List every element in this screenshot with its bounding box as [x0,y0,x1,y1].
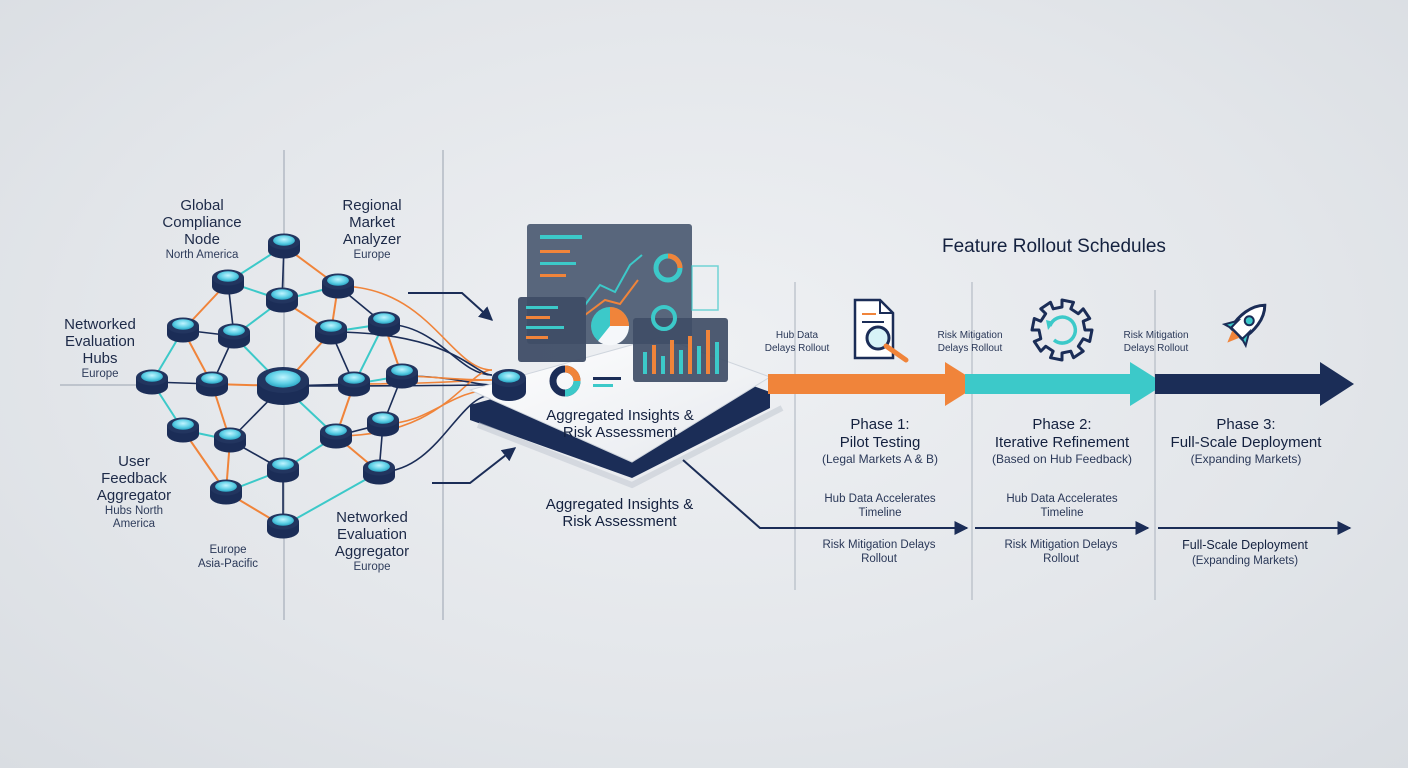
dashboard-panel-right [633,265,728,382]
network-node [212,269,244,295]
donut-widget [549,365,581,397]
top-note-2: Risk Mitigation Delays Rollout [937,330,1003,354]
network-node [320,423,352,449]
network-node [266,287,298,313]
node-region: Europe [353,249,391,262]
node-label-user-feedback: User Feedback Aggregator Hubs North Amer… [84,453,184,531]
node-label-global-compliance: Global Compliance Node North America [152,197,252,262]
network-node [214,427,246,453]
dashboard-panel-left [518,297,586,362]
data-flow-line [330,331,493,376]
network-node [368,311,400,337]
phase-2-label: Phase 2: Iterative Refinement (Based on … [972,416,1152,466]
phase-title: Phase 1: [850,416,910,433]
network-node [167,317,199,343]
extra-region-labels: Europe Asia-Pacific [188,543,268,572]
platform-node [492,369,526,401]
node-name: Networked Evaluation Hubs [64,316,136,367]
node-name: User Feedback Aggregator [96,453,172,504]
mitigation-note-1: Risk Mitigation Delays Rollout [822,539,936,566]
aggregation-below-label: Aggregated Insights & Risk Assessment [545,496,694,531]
network-node [315,319,347,345]
phase-name: Pilot Testing [839,434,921,451]
accelerate-note-2: Hub Data Accelerates Timeline [1006,493,1118,520]
page-title: Feature Rollout Schedules [942,236,1166,257]
final-deployment-note: Full-Scale Deployment (Expanding Markets… [1160,538,1330,568]
phase-detail: (Legal Markets A & B) [821,452,939,466]
data-flow-line [337,285,493,371]
accelerate-note-1: Hub Data Accelerates Timeline [824,493,936,520]
phase-name: Iterative Refinement [994,434,1130,451]
phase-detail: (Based on Hub Feedback) [991,452,1133,466]
node-name: Networked Evaluation Aggregator [334,509,410,560]
node-label-regional-market: Regional Market Analyzer Europe [322,197,422,262]
network-node [267,513,299,539]
final-note-name: Full-Scale Deployment [1182,538,1308,552]
extra-region-europe: Europe [209,544,247,556]
node-label-networked-hubs: Networked Evaluation Hubs Europe [50,316,150,381]
phase-2-arrow [965,362,1165,406]
node-region: North America [165,249,239,262]
network-node [210,479,242,505]
phase-title: Phase 3: [1216,416,1276,433]
rocket-icon [1221,303,1267,349]
node-region: Europe [81,368,119,381]
gear-refresh-icon [1030,298,1094,362]
network-edge [282,471,380,527]
extra-region-apac: Asia-Pacific [197,558,259,571]
node-label-networked-aggregator: Networked Evaluation Aggregator Europe [322,509,422,574]
node-name: Regional Market Analyzer [342,197,402,248]
platform-label: Aggregated Insights & Risk Assessment [546,407,694,442]
network-node [363,459,395,485]
top-note-1: Hub Data Delays Rollout [764,330,830,354]
network-node [257,367,309,405]
data-flow-line [282,384,493,387]
phase-3-arrow [1155,362,1354,406]
node-region: Hubs North America [104,505,164,531]
mitigation-note-2: Risk Mitigation Delays Rollout [1004,539,1118,566]
phase-name: Full-Scale Deployment [1170,434,1322,451]
phase-3-label: Phase 3: Full-Scale Deployment (Expandin… [1160,416,1332,466]
network-node [367,411,399,437]
network-node [136,369,168,395]
document-search-icon [853,298,909,363]
phase-1-label: Phase 1: Pilot Testing (Legal Markets A … [795,416,965,466]
top-note-3: Risk Mitigation Delays Rollout [1123,330,1189,354]
phase-detail: (Expanding Markets) [1190,452,1302,466]
network-node [218,323,250,349]
phase-1-arrow [768,362,980,406]
network-node [386,363,418,389]
network-nodes [136,233,418,539]
network-node [322,273,354,299]
input-arrow-top [408,292,494,321]
network-node [167,417,199,443]
data-flow-line [378,394,493,473]
node-region: Europe [353,561,391,574]
network-node [267,457,299,483]
pie-chart-widget [591,307,630,346]
network-node [338,371,370,397]
platform-exit-arrow [682,459,969,535]
node-name: Global Compliance Node [162,197,242,248]
phase-title: Phase 2: [1032,416,1092,433]
network-node [268,233,300,259]
network-node [196,371,228,397]
final-note-detail: (Expanding Markets) [1191,554,1299,567]
input-arrow-bottom [432,447,517,484]
data-flow-lines [282,285,493,473]
